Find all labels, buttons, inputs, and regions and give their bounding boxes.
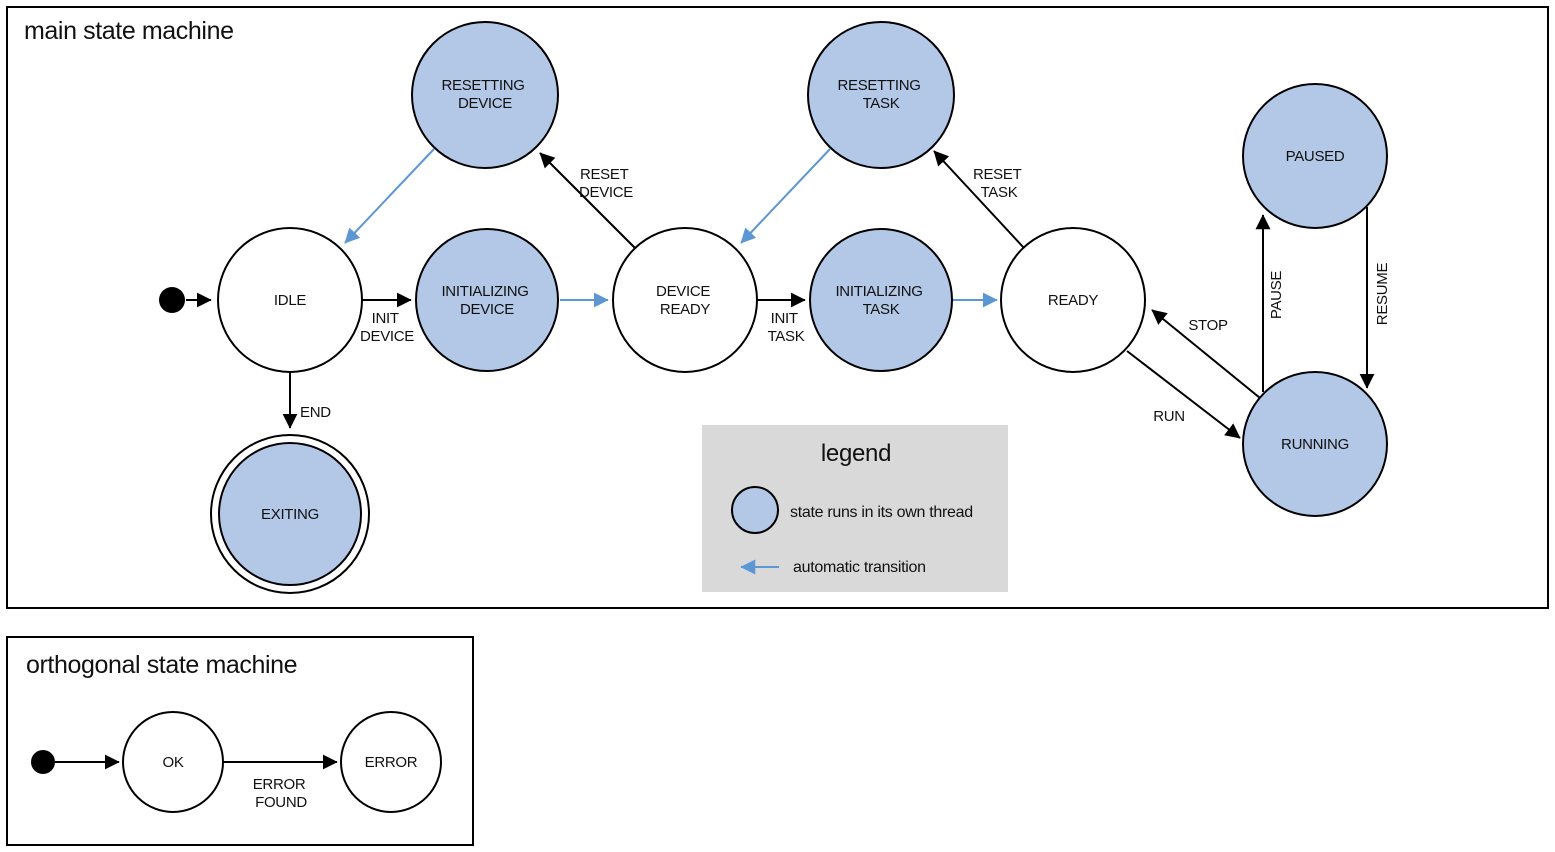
transition-auto-resetdev-idle	[344, 148, 435, 244]
state-circle	[1242, 83, 1388, 229]
transition-pause: PAUSE	[1255, 214, 1285, 392]
state-circle	[1000, 227, 1146, 373]
transition-label: INIT TASK	[768, 310, 805, 345]
transition-label: RUN	[1153, 408, 1185, 425]
state-label: IDLE	[274, 292, 306, 309]
state-label: DEVICE READY	[656, 283, 714, 318]
state-error: ERROR	[340, 711, 442, 813]
state-circle	[122, 711, 224, 813]
state-ready: READY	[1000, 227, 1146, 373]
initial-state-dot	[31, 750, 55, 774]
state-label: OK	[162, 754, 183, 771]
state-idle: IDLE	[217, 227, 363, 373]
ortho-machine-title: orthogonal state machine	[26, 651, 297, 679]
state-circle	[1242, 371, 1388, 517]
initial-state-dot	[159, 287, 185, 313]
transition-init-task: INIT TASK	[757, 292, 806, 345]
transition-end: END	[282, 372, 332, 429]
transition-auto-resettask-devready	[740, 148, 831, 244]
state-paused: PAUSED	[1242, 83, 1388, 229]
transition-arrow	[1151, 309, 1261, 399]
legend-thread-label: state runs in its own thread	[790, 504, 973, 521]
transition-label: RESET DEVICE	[579, 166, 633, 201]
state-label: PAUSED	[1286, 148, 1345, 165]
transition-label: PAUSE	[1268, 271, 1285, 320]
state-circle	[217, 227, 363, 373]
transition-resume: RESUME	[1359, 207, 1391, 389]
transition-label: ERROR FOUND	[253, 776, 310, 811]
state-circle	[807, 21, 955, 169]
state-circle	[411, 21, 559, 169]
transition-init-device: INIT DEVICE	[360, 292, 415, 345]
legend-auto-label: automatic transition	[793, 559, 926, 576]
main-state-machine: main state machine INIT DEVICE RESET DEV…	[6, 6, 1549, 609]
transition-label: END	[300, 404, 331, 421]
legend-title: legend	[821, 440, 891, 467]
legend-thread-state-icon	[731, 486, 779, 534]
transition-stop: STOP	[1151, 309, 1261, 399]
state-circle	[809, 228, 953, 372]
state-circle	[415, 228, 559, 372]
transition-label: RESUME	[1374, 263, 1391, 326]
transition-reset-task: RESET TASK	[933, 150, 1025, 249]
state-label: READY	[1048, 292, 1098, 309]
state-device-ready: DEVICE READY	[612, 227, 758, 373]
state-label: RESETTING TASK	[837, 77, 924, 112]
transition-label: INIT DEVICE	[360, 310, 414, 345]
state-circle	[218, 442, 362, 586]
state-label: RUNNING	[1281, 436, 1349, 453]
state-exiting-final: EXITING	[210, 434, 370, 594]
state-resetting-device: RESETTING DEVICE	[411, 21, 559, 169]
state-circle	[612, 227, 758, 373]
state-label: ERROR	[365, 754, 418, 771]
transition-error-found: ERROR FOUND	[223, 754, 338, 811]
transition-arrow	[1126, 350, 1241, 439]
state-running: RUNNING	[1242, 371, 1388, 517]
transition-label: RESET TASK	[973, 166, 1025, 201]
state-label: INITIALIZING TASK	[835, 283, 926, 318]
auto-transition-arrow	[740, 148, 831, 244]
transition-label: STOP	[1188, 317, 1228, 334]
state-circle	[340, 711, 442, 813]
state-label: INITIALIZING DEVICE	[441, 283, 532, 318]
legend: legend state runs in its own thread auto…	[702, 425, 1008, 592]
state-label: EXITING	[261, 506, 319, 523]
state-initializing-device: INITIALIZING DEVICE	[415, 228, 559, 372]
auto-transition-arrow	[344, 148, 435, 244]
orthogonal-state-machine: orthogonal state machine ERROR FOUND OK …	[6, 636, 474, 846]
transition-run: RUN	[1126, 350, 1241, 439]
transition-arrow	[933, 150, 1025, 249]
state-ok: OK	[122, 711, 224, 813]
transition-arrow	[539, 152, 636, 249]
state-resetting-task: RESETTING TASK	[807, 21, 955, 169]
main-machine-title: main state machine	[24, 17, 234, 45]
transition-reset-device: RESET DEVICE	[539, 152, 636, 249]
state-initializing-task: INITIALIZING TASK	[809, 228, 953, 372]
state-label: RESETTING DEVICE	[441, 77, 528, 112]
